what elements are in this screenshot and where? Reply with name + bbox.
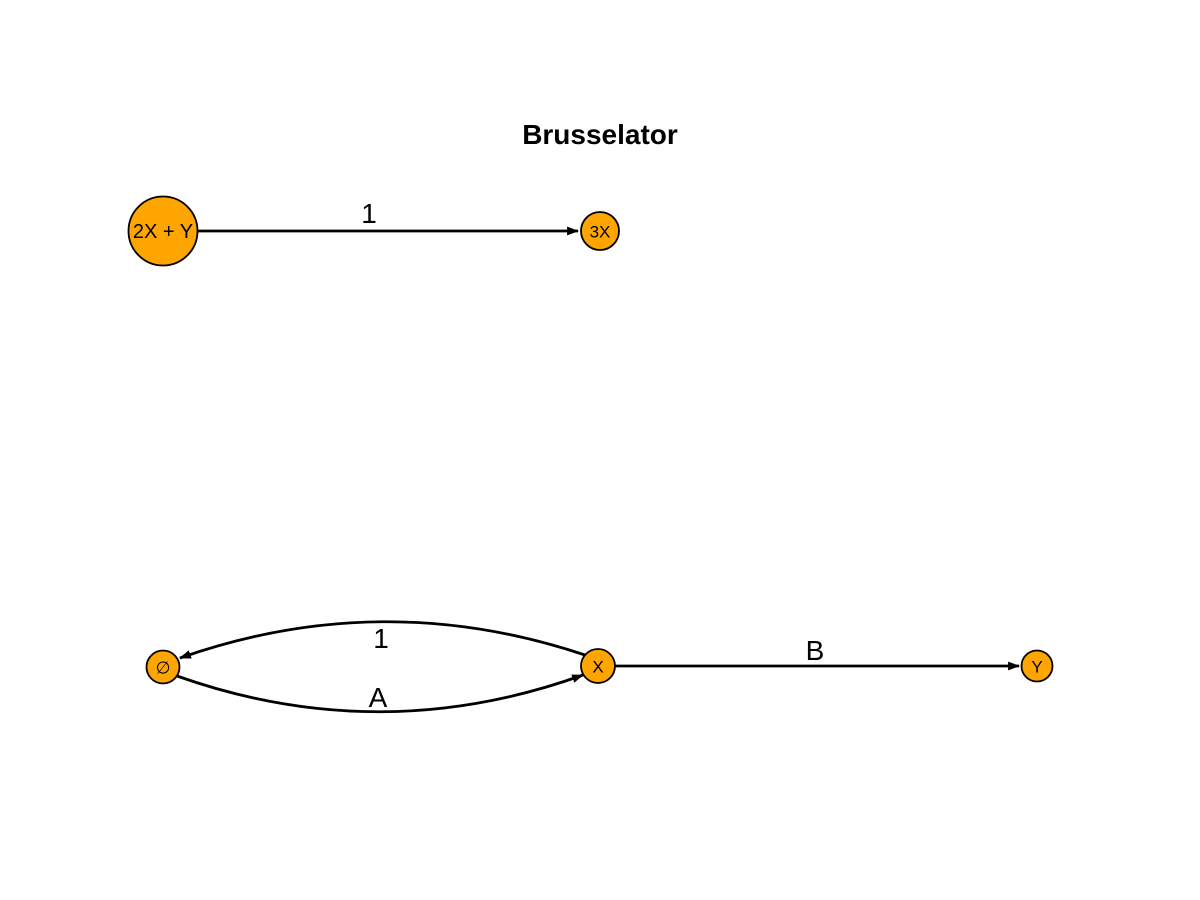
edge-x-to-y-label: B bbox=[806, 635, 825, 666]
diagram-title: Brusselator bbox=[522, 119, 678, 150]
edge-empty-set-to-x bbox=[176, 673, 585, 714]
edge-empty-set-to-x-label: A bbox=[369, 682, 388, 713]
node-x bbox=[580, 648, 616, 684]
node-empty-set-label: ∅ bbox=[156, 659, 171, 678]
edge-x-to-empty-set-label: 1 bbox=[373, 623, 389, 654]
node-3x-label: 3X bbox=[590, 223, 611, 242]
node-2x-plus-y bbox=[127, 195, 199, 267]
edge-2x-plus-y-to-3x-label: 1 bbox=[361, 198, 377, 229]
edge-x-to-empty-set bbox=[178, 620, 586, 660]
node-empty-set bbox=[145, 649, 181, 685]
node-2x-plus-y-label: 2X + Y bbox=[133, 221, 193, 243]
node-y-label: Y bbox=[1031, 658, 1042, 677]
node-3x bbox=[580, 211, 620, 251]
reaction-autocatalysis: 1 2X + Y 3X bbox=[127, 195, 620, 267]
node-y bbox=[1020, 649, 1054, 683]
node-x-label: X bbox=[592, 658, 603, 677]
reaction-exchange: 1 A B ∅ X Y bbox=[145, 620, 1054, 714]
